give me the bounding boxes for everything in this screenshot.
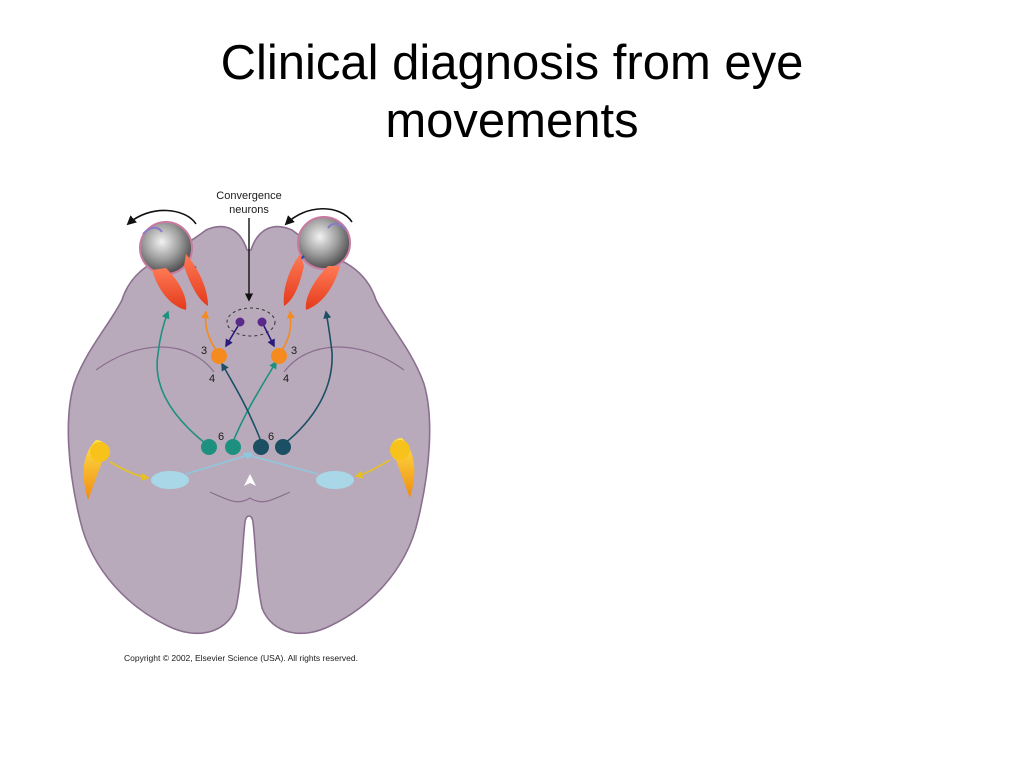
convergence-neuron-right bbox=[257, 317, 267, 327]
rotation-arrow-left bbox=[126, 209, 197, 226]
internuclear-axon-right-to-left bbox=[221, 362, 263, 445]
floor-fold bbox=[209, 491, 291, 503]
convergence-projection-right bbox=[263, 325, 275, 348]
abducens-nucleus-left-outer bbox=[201, 439, 217, 455]
brainstem-outline bbox=[67, 225, 431, 634]
abducens-axon-right bbox=[283, 310, 333, 445]
canal-afferent-right bbox=[354, 459, 391, 479]
label-4-right: 4 bbox=[283, 373, 289, 385]
oculomotor-axon-left bbox=[201, 310, 217, 351]
abducens-nucleus-right-outer bbox=[275, 439, 291, 455]
pons-fold-left bbox=[95, 346, 215, 373]
eyeball-icon bbox=[295, 216, 351, 270]
internuclear-axon-left-to-right bbox=[231, 360, 277, 445]
label-3-right: 3 bbox=[291, 345, 297, 357]
midline-arrowhead bbox=[244, 474, 256, 486]
abducens-nucleus-left-inner bbox=[225, 439, 241, 455]
vestibular-nucleus-right bbox=[316, 471, 354, 489]
rotation-arrow-right bbox=[284, 207, 353, 226]
label-4-left: 4 bbox=[209, 373, 215, 385]
oculomotor-nucleus-left bbox=[211, 348, 227, 364]
vestibular-nucleus-left bbox=[151, 471, 189, 489]
abducens-axon-left bbox=[156, 310, 207, 445]
pons-fold-right bbox=[283, 346, 405, 373]
convergence-label-line-2: neurons bbox=[229, 204, 269, 216]
label-6-left: 6 bbox=[218, 431, 224, 443]
vestibular-projection-left bbox=[185, 452, 254, 475]
copyright-notice: Copyright © 2002, Elsevier Science (USA)… bbox=[124, 653, 358, 663]
slide-title-line-2: movements bbox=[385, 94, 639, 148]
semicircular-canal-right-ampulla bbox=[390, 440, 410, 460]
vestibular-projection-right bbox=[242, 451, 319, 475]
label-6-right: 6 bbox=[268, 431, 274, 443]
convergence-neuron-left bbox=[235, 317, 245, 327]
lateral-rectus-right bbox=[305, 266, 340, 310]
convergence-region bbox=[226, 307, 276, 337]
oculomotor-axon-right bbox=[281, 310, 295, 351]
slide-title-line-1: Clinical diagnosis from eye bbox=[220, 36, 804, 90]
convergence-label-line-1: Convergence bbox=[216, 190, 281, 202]
semicircular-canal-left-ampulla bbox=[90, 442, 110, 462]
oculomotor-nucleus-right bbox=[271, 348, 287, 364]
medial-rectus-right bbox=[283, 254, 304, 306]
canal-afferent-left bbox=[109, 461, 150, 481]
slide-title: Clinical diagnosis from eye movements bbox=[62, 34, 962, 150]
lateral-rectus-left bbox=[152, 268, 187, 310]
convergence-projection-left bbox=[225, 325, 239, 348]
abducens-nucleus-right-inner bbox=[253, 439, 269, 455]
label-3-left: 3 bbox=[201, 345, 207, 357]
medial-rectus-left bbox=[184, 254, 208, 306]
